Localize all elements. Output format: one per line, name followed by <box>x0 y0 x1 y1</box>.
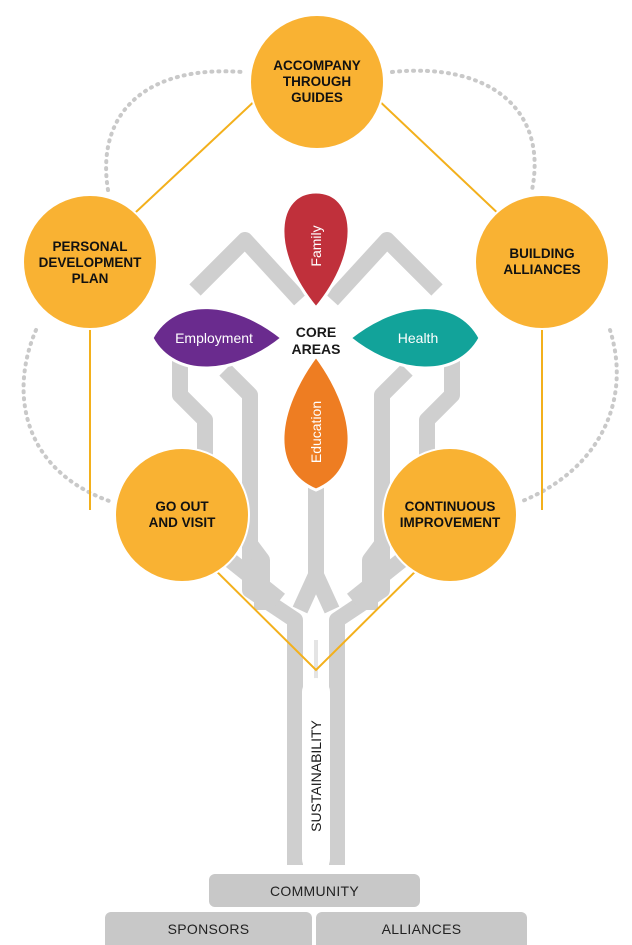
node-accompany: ACCOMPANY THROUGH GUIDES <box>249 14 385 150</box>
trunk-label: SUSTAINABILITY <box>308 719 324 831</box>
svg-text:IMPROVEMENT: IMPROVEMENT <box>400 515 501 530</box>
svg-text:AND VISIT: AND VISIT <box>149 515 217 530</box>
base-community: COMMUNITY <box>209 874 420 907</box>
node-continuous-improvement: CONTINUOUS IMPROVEMENT <box>382 447 518 583</box>
base-alliances: ALLIANCES <box>316 912 527 945</box>
svg-text:THROUGH: THROUGH <box>283 74 351 89</box>
petal-health <box>347 306 482 370</box>
svg-text:ACCOMPANY: ACCOMPANY <box>273 58 361 73</box>
svg-text:PLAN: PLAN <box>72 271 109 286</box>
svg-text:CONTINUOUS: CONTINUOUS <box>405 499 496 514</box>
petal-family <box>281 190 351 311</box>
node-personal-development: PERSONAL DEVELOPMENT PLAN <box>22 194 158 330</box>
svg-text:GUIDES: GUIDES <box>291 90 343 105</box>
petal-education-label: Education <box>308 401 324 463</box>
svg-text:GO OUT: GO OUT <box>155 499 209 514</box>
petal-employment <box>150 306 285 370</box>
core-label-line-1: CORE <box>296 324 336 340</box>
core-label-line-2: AREAS <box>291 341 340 357</box>
petal-education <box>281 353 351 492</box>
trunk-label-pill <box>302 678 330 873</box>
petal-health-label: Health <box>398 330 438 346</box>
petal-family-label: Family <box>308 225 324 266</box>
node-building-alliances: BUILDING ALLIANCES <box>474 194 610 330</box>
svg-text:BUILDING: BUILDING <box>509 246 574 261</box>
petal-employment-label: Employment <box>175 330 253 346</box>
base-sponsors: SPONSORS <box>105 912 312 945</box>
node-go-out-and-visit: GO OUT AND VISIT <box>114 447 250 583</box>
svg-text:DEVELOPMENT: DEVELOPMENT <box>39 255 143 270</box>
dotted-orbits <box>21 68 619 504</box>
svg-text:PERSONAL: PERSONAL <box>52 239 127 254</box>
svg-text:ALLIANCES: ALLIANCES <box>503 262 580 277</box>
